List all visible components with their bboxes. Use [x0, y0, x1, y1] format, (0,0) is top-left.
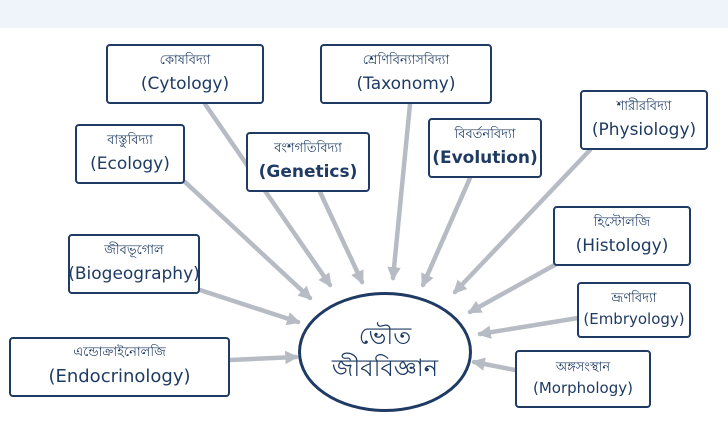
branch-english-label: (Evolution): [432, 147, 538, 168]
connector-evolution: [420, 175, 473, 288]
branch-genetics: বংশগতিবিদ্যা (Genetics): [246, 132, 370, 192]
connector-cytology: [202, 101, 333, 288]
branch-bangla-label: বাস্তুবিদ্যা: [107, 132, 153, 148]
branch-bangla-label: কোষবিদ্যা: [159, 52, 211, 68]
branch-bangla-label: অঙ্গসংস্থান: [555, 359, 611, 375]
branch-english-label: (Physiology): [591, 119, 697, 140]
branch-morphology: অঙ্গসংস্থান (Morphology): [515, 350, 651, 408]
branch-bangla-label: শ্রেণিবিন্যাসবিদ্যা: [362, 52, 450, 68]
branch-english-label: (Genetics): [258, 161, 358, 182]
connector-taxonomy: [387, 101, 413, 281]
branch-bangla-label: এন্ডোক্রাইনোলজি: [73, 345, 166, 361]
branch-histology: হিস্টোলজি (Histology): [553, 206, 691, 266]
branch-english-label: (Biogeography): [68, 263, 200, 284]
branch-english-label: (Taxonomy): [356, 73, 456, 94]
center-title-line1: ভৌত: [358, 321, 412, 350]
connector-ecology: [182, 179, 313, 301]
connector-morphology: [471, 357, 518, 373]
branch-bangla-label: হিস্টোলজি: [593, 214, 651, 230]
branch-english-label: (Histology): [575, 235, 669, 256]
center-topic-physical-biology: ভৌত জীববিজ্ঞান: [298, 292, 472, 412]
connector-biogeography: [197, 287, 301, 326]
branch-bangla-label: বংশগতিবিদ্যা: [274, 140, 342, 156]
branch-ecology: বাস্তুবিদ্যা (Ecology): [75, 124, 185, 184]
center-title-line2: জীববিজ্ঞান: [331, 354, 439, 382]
branch-endocrinology: এন্ডোক্রাইনোলজি (Endocrinology): [9, 337, 230, 397]
branch-english-label: (Morphology): [533, 378, 633, 397]
top-band: [0, 0, 728, 28]
branch-english-label: (Cytology): [140, 73, 230, 94]
branch-bangla-label: ভ্রূণবিদ্যা: [611, 290, 657, 306]
branch-biogeography: জীবভূগোল (Biogeography): [68, 234, 200, 294]
connector-endocrinology: [227, 350, 299, 365]
branch-taxonomy: শ্রেণিবিন্যাসবিদ্যা (Taxonomy): [320, 44, 492, 104]
branch-evolution: বিবর্তনবিদ্যা (Evolution): [428, 118, 542, 178]
connector-genetics: [317, 189, 365, 285]
branch-bangla-label: জীবভূগোল: [104, 242, 164, 258]
branch-english-label: (Ecology): [90, 153, 170, 174]
branch-physiology: শারীরবিদ্যা (Physiology): [580, 90, 708, 150]
branch-english-label: (Embryology): [583, 309, 685, 328]
connector-histology: [467, 259, 563, 315]
branch-bangla-label: বিবর্তনবিদ্যা: [454, 126, 516, 142]
connector-embryology: [477, 315, 581, 339]
branch-cytology: কোষবিদ্যা (Cytology): [106, 44, 264, 104]
branch-embryology: ভ্রূণবিদ্যা (Embryology): [577, 282, 691, 338]
branch-english-label: (Endocrinology): [48, 366, 191, 388]
branch-bangla-label: শারীরবিদ্যা: [616, 98, 672, 114]
connector-physiology: [452, 147, 593, 295]
